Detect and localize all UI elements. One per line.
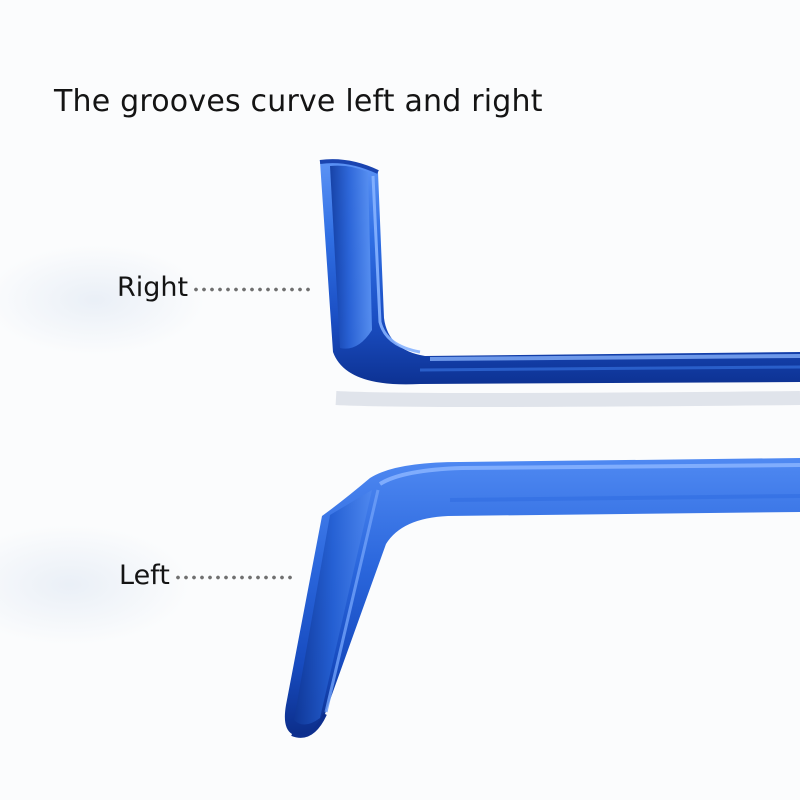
background-haze: [0, 525, 190, 645]
left-leader-line: [173, 575, 296, 580]
right-curved-instrument: [319, 159, 800, 407]
callout-right-label: Right: [117, 272, 189, 303]
callout-left: Left: [119, 560, 296, 591]
callout-right: Right: [117, 272, 313, 303]
background-haze: [0, 245, 205, 355]
headline: The grooves curve left and right: [54, 84, 543, 119]
right-leader-line: [192, 287, 313, 292]
callout-left-label: Left: [119, 560, 170, 591]
left-curved-instrument: [284, 458, 800, 738]
